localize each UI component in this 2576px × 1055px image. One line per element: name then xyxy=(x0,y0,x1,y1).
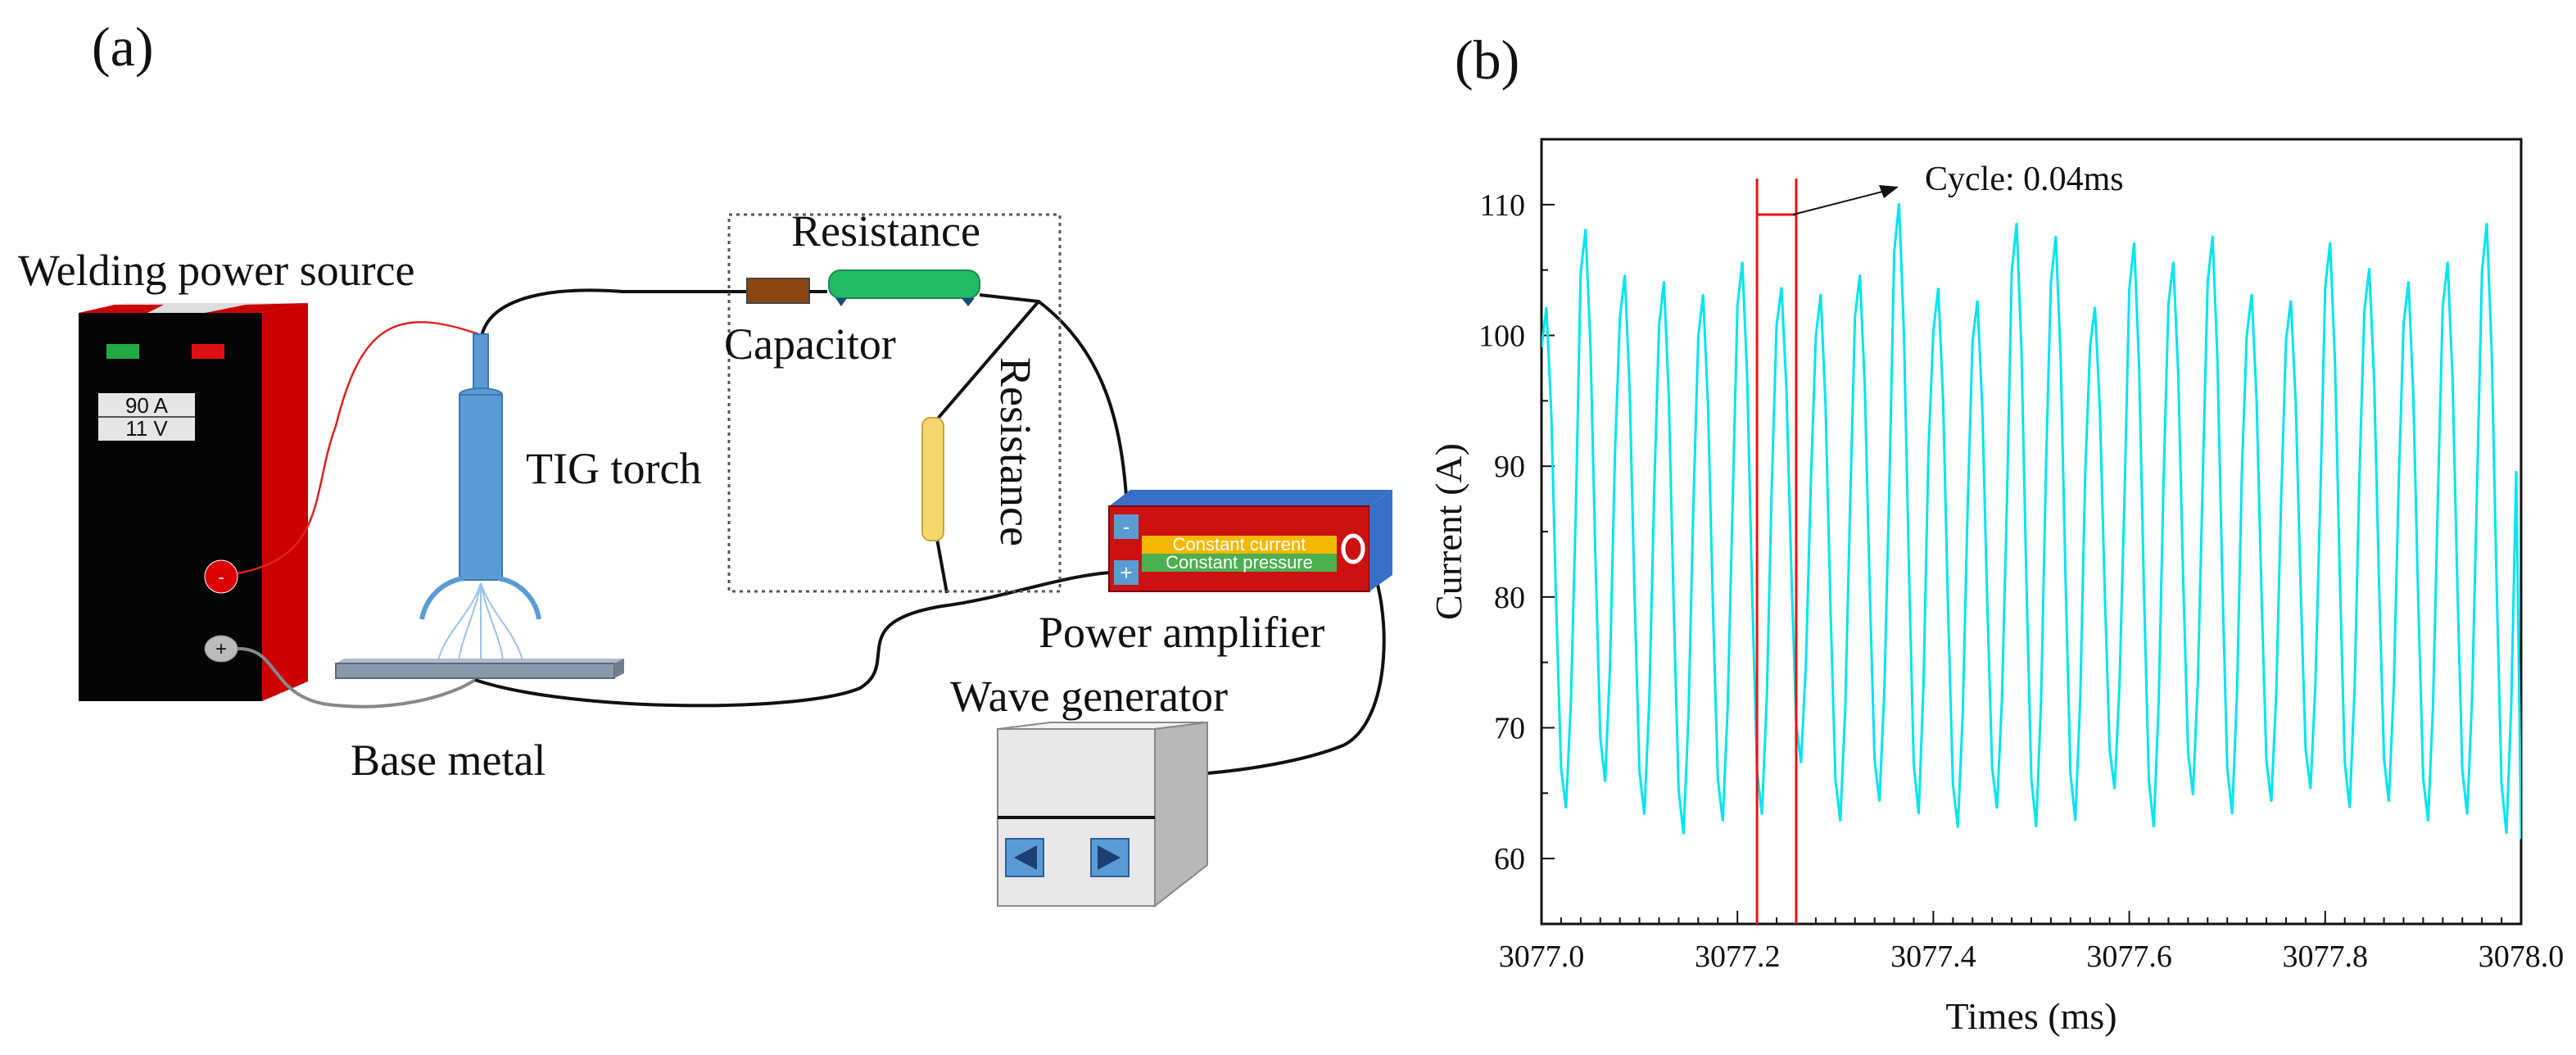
tig-torch xyxy=(419,333,541,661)
resistor-vertical xyxy=(921,417,944,541)
x-tick-label: 3077.6 xyxy=(2086,940,2172,974)
amp-to-wave-generator-wire xyxy=(1207,556,1386,775)
y-axis-label: Current (A) xyxy=(1428,443,1469,620)
constant-pressure-bar xyxy=(1142,554,1337,572)
x-tick-label: 3077.8 xyxy=(2283,940,2369,974)
torch-nozzle-left xyxy=(419,576,464,620)
resistor-to-amp-wire xyxy=(979,293,1129,509)
negative-terminal xyxy=(204,559,238,594)
red-indicator xyxy=(192,344,224,359)
torch-nozzle-right xyxy=(497,576,541,620)
wave-generator-label: Wave generator xyxy=(950,672,1228,721)
constant-pressure-label: Constant pressure xyxy=(1166,552,1313,573)
base-metal-label: Base metal xyxy=(351,736,546,785)
y-tick-label: 90 xyxy=(1494,450,1525,484)
filter-enclosure xyxy=(727,213,1062,593)
positive-terminal-sign: + xyxy=(215,638,227,660)
amp-minus-sign: - xyxy=(1123,514,1130,539)
right-arrow-icon xyxy=(1098,845,1120,870)
panel-b-tag: (b) xyxy=(1455,29,1519,91)
welding-power-source: 90 A 11 V - + xyxy=(79,303,308,701)
base-metal-end xyxy=(614,659,624,678)
cycle-marker-layer xyxy=(1755,179,1899,924)
panel-a: (a) Welding power source 90 A 11 V - + xyxy=(18,16,1392,908)
annotation-arrowhead xyxy=(1879,185,1899,198)
current-series-line xyxy=(1542,203,2521,840)
constant-current-label: Constant current xyxy=(1173,534,1306,555)
resistor-top xyxy=(828,269,980,306)
arc-stream-5 xyxy=(480,582,523,661)
resistor-vertical-body xyxy=(921,417,944,541)
vertical-resistor-bottom-wire xyxy=(935,538,948,594)
green-indicator xyxy=(106,344,139,359)
resistor-top-foot-left xyxy=(835,298,847,306)
resistor-top-body xyxy=(828,269,980,299)
y-tick-label: 80 xyxy=(1494,581,1525,615)
amp-plus-sign: + xyxy=(1120,560,1132,585)
ground-wire xyxy=(237,646,477,709)
power-amplifier: - + Constant current Constant pressure xyxy=(1108,490,1392,592)
torch-to-capacitor-wire xyxy=(480,288,747,337)
constant-current-bar xyxy=(1142,536,1337,554)
left-arrow-icon xyxy=(1014,845,1037,870)
amp-side xyxy=(1369,490,1392,591)
amp-plus-button xyxy=(1114,560,1139,585)
x-tick-label: 3077.0 xyxy=(1499,940,1585,974)
resistance-vertical-label: Resistance xyxy=(991,357,1040,546)
amp-top xyxy=(1109,490,1392,506)
display-current: 90 A xyxy=(125,393,169,418)
base-metal-to-amp-wire xyxy=(474,570,1125,708)
cycle-annotation: Cycle: 0.04ms xyxy=(1925,161,2124,198)
capacitor xyxy=(746,278,810,304)
base-metal-plate xyxy=(335,663,615,679)
welding-power-source-label: Welding power source xyxy=(18,246,415,295)
amp-knob xyxy=(1341,533,1365,564)
y-tick-label: 100 xyxy=(1478,319,1525,354)
negative-terminal-sign: - xyxy=(218,567,224,587)
torch-body xyxy=(459,394,503,581)
tig-torch-label: TIG torch xyxy=(526,444,701,493)
torch-tip xyxy=(473,333,489,394)
arc-stream-4 xyxy=(480,582,504,661)
panel-b: (b) 3077.0 3077.2 3077.4 3077.6 3077.8 3078.0… xyxy=(1428,29,2564,1037)
cabinet-front xyxy=(79,313,262,701)
resistance-top-label: Resistance xyxy=(791,206,980,256)
resistor-to-vertical-resistor-wire xyxy=(935,300,1040,421)
wave-gen-side xyxy=(1154,721,1208,908)
y-tick-label: 70 xyxy=(1494,712,1525,746)
resistor-top-foot-right xyxy=(962,298,975,306)
arc-stream-2 xyxy=(458,582,482,661)
x-tick-label: 3078.0 xyxy=(2479,940,2565,974)
arc-stream-1 xyxy=(437,582,482,661)
annotation-arrow xyxy=(1792,189,1890,215)
cabinet-top-red xyxy=(79,305,164,313)
current-chart: 3077.0 3077.2 3077.4 3077.6 3077.8 3078.0 60 70… xyxy=(1428,138,2565,1037)
red-wire xyxy=(237,321,484,575)
tick-layer: 3077.0 3077.2 3077.4 3077.6 3077.8 3078.0 60 70… xyxy=(1478,138,2565,974)
capacitor-label: Capacitor xyxy=(724,319,896,369)
cabinet-top-red-right xyxy=(205,303,308,313)
cabinet-side xyxy=(262,303,308,701)
display-voltage: 11 V xyxy=(125,416,168,441)
power-amplifier-label: Power amplifier xyxy=(1039,608,1324,657)
x-tick-label: 3077.2 xyxy=(1695,940,1781,974)
x-tick-label: 3077.4 xyxy=(1890,940,1976,974)
plot-frame xyxy=(1540,138,2523,926)
panel-a-tag: (a) xyxy=(92,16,153,78)
amp-minus-button xyxy=(1114,514,1139,539)
x-axis-label: Times (ms) xyxy=(1945,995,2116,1037)
series-layer xyxy=(1542,203,2521,840)
wave-generator xyxy=(997,721,1208,908)
y-tick-label: 60 xyxy=(1494,842,1525,876)
y-tick-label: 110 xyxy=(1479,188,1525,223)
base-metal-top xyxy=(336,659,624,663)
base-metal xyxy=(335,659,624,679)
